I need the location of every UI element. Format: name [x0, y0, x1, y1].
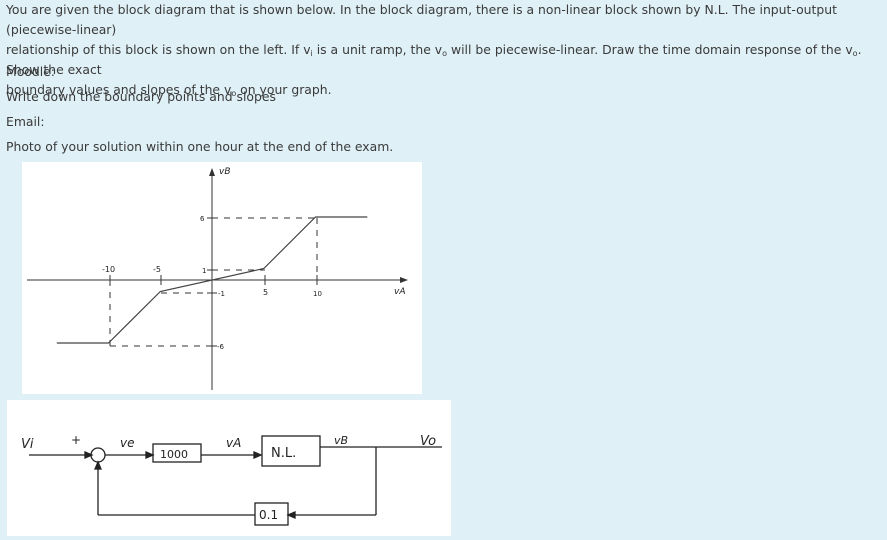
- x-axis-label: vA: [394, 287, 405, 297]
- moodle-label: Moodle:: [6, 64, 55, 79]
- va-arrowhead: [253, 451, 263, 459]
- tick-label-x-10: 10: [313, 290, 322, 298]
- error-label: ve: [120, 436, 134, 450]
- nonlinear-characteristic-figure: vB vA -10 -5 5 10 6 1 -1 -6: [22, 162, 422, 394]
- feedback-arrowhead: [286, 511, 296, 519]
- characteristic-curve: [56, 216, 368, 344]
- va-label: vA: [226, 436, 241, 450]
- nonlinear-block: [261, 435, 321, 467]
- y-axis-arrowhead: [209, 168, 215, 176]
- y-axis-label: vB: [219, 167, 231, 177]
- question-line-2: relationship of this block is shown on t…: [6, 42, 862, 77]
- moodle-instruction: Write down the boundary points and slope…: [6, 89, 276, 104]
- nonlinear-label: N.L.: [271, 446, 296, 461]
- feedback-arrowhead-up: [94, 460, 102, 470]
- input-arrowhead: [84, 451, 94, 459]
- tick-label-x-neg5: -5: [153, 265, 161, 274]
- tick-label-y-6: 6: [200, 215, 205, 223]
- tick-label-y-neg1: -1: [218, 290, 225, 298]
- x-axis-arrowhead: [400, 277, 408, 283]
- tick-label-y-1: 1: [202, 267, 206, 275]
- tick-label-x-neg10: -10: [102, 265, 115, 274]
- email-label: Email:: [6, 114, 45, 129]
- vb-label: vB: [334, 434, 348, 447]
- plus-sign: +: [71, 433, 81, 447]
- error-arrowhead: [145, 451, 155, 459]
- tick-marks: [109, 217, 318, 347]
- question-line-1: You are given the block diagram that is …: [6, 2, 837, 37]
- block-diagram: Vi + ve 1000 vA N.L. vB Vo 0.1: [21, 433, 442, 526]
- feedback-block: [254, 502, 289, 526]
- gain-value: 1000: [160, 448, 188, 461]
- block-diagram-figure: Vi + ve 1000 vA N.L. vB Vo 0.1: [7, 400, 451, 536]
- input-label: Vi: [21, 437, 34, 452]
- feedback-value: 0.1: [259, 508, 278, 522]
- question-text: You are given the block diagram that is …: [6, 0, 884, 100]
- email-instruction: Photo of your solution within one hour a…: [6, 139, 394, 154]
- tick-label-x-5: 5: [263, 288, 268, 297]
- question-line-3: boundary values and slopes of the vo on …: [6, 82, 332, 98]
- guide-lines: [109, 217, 318, 347]
- tick-label-y-neg6: -6: [217, 343, 225, 351]
- output-label: Vo: [420, 434, 436, 449]
- characteristic-graph: vB vA -10 -5 5 10 6 1 -1 -6: [27, 167, 408, 390]
- gain-block: [152, 443, 202, 463]
